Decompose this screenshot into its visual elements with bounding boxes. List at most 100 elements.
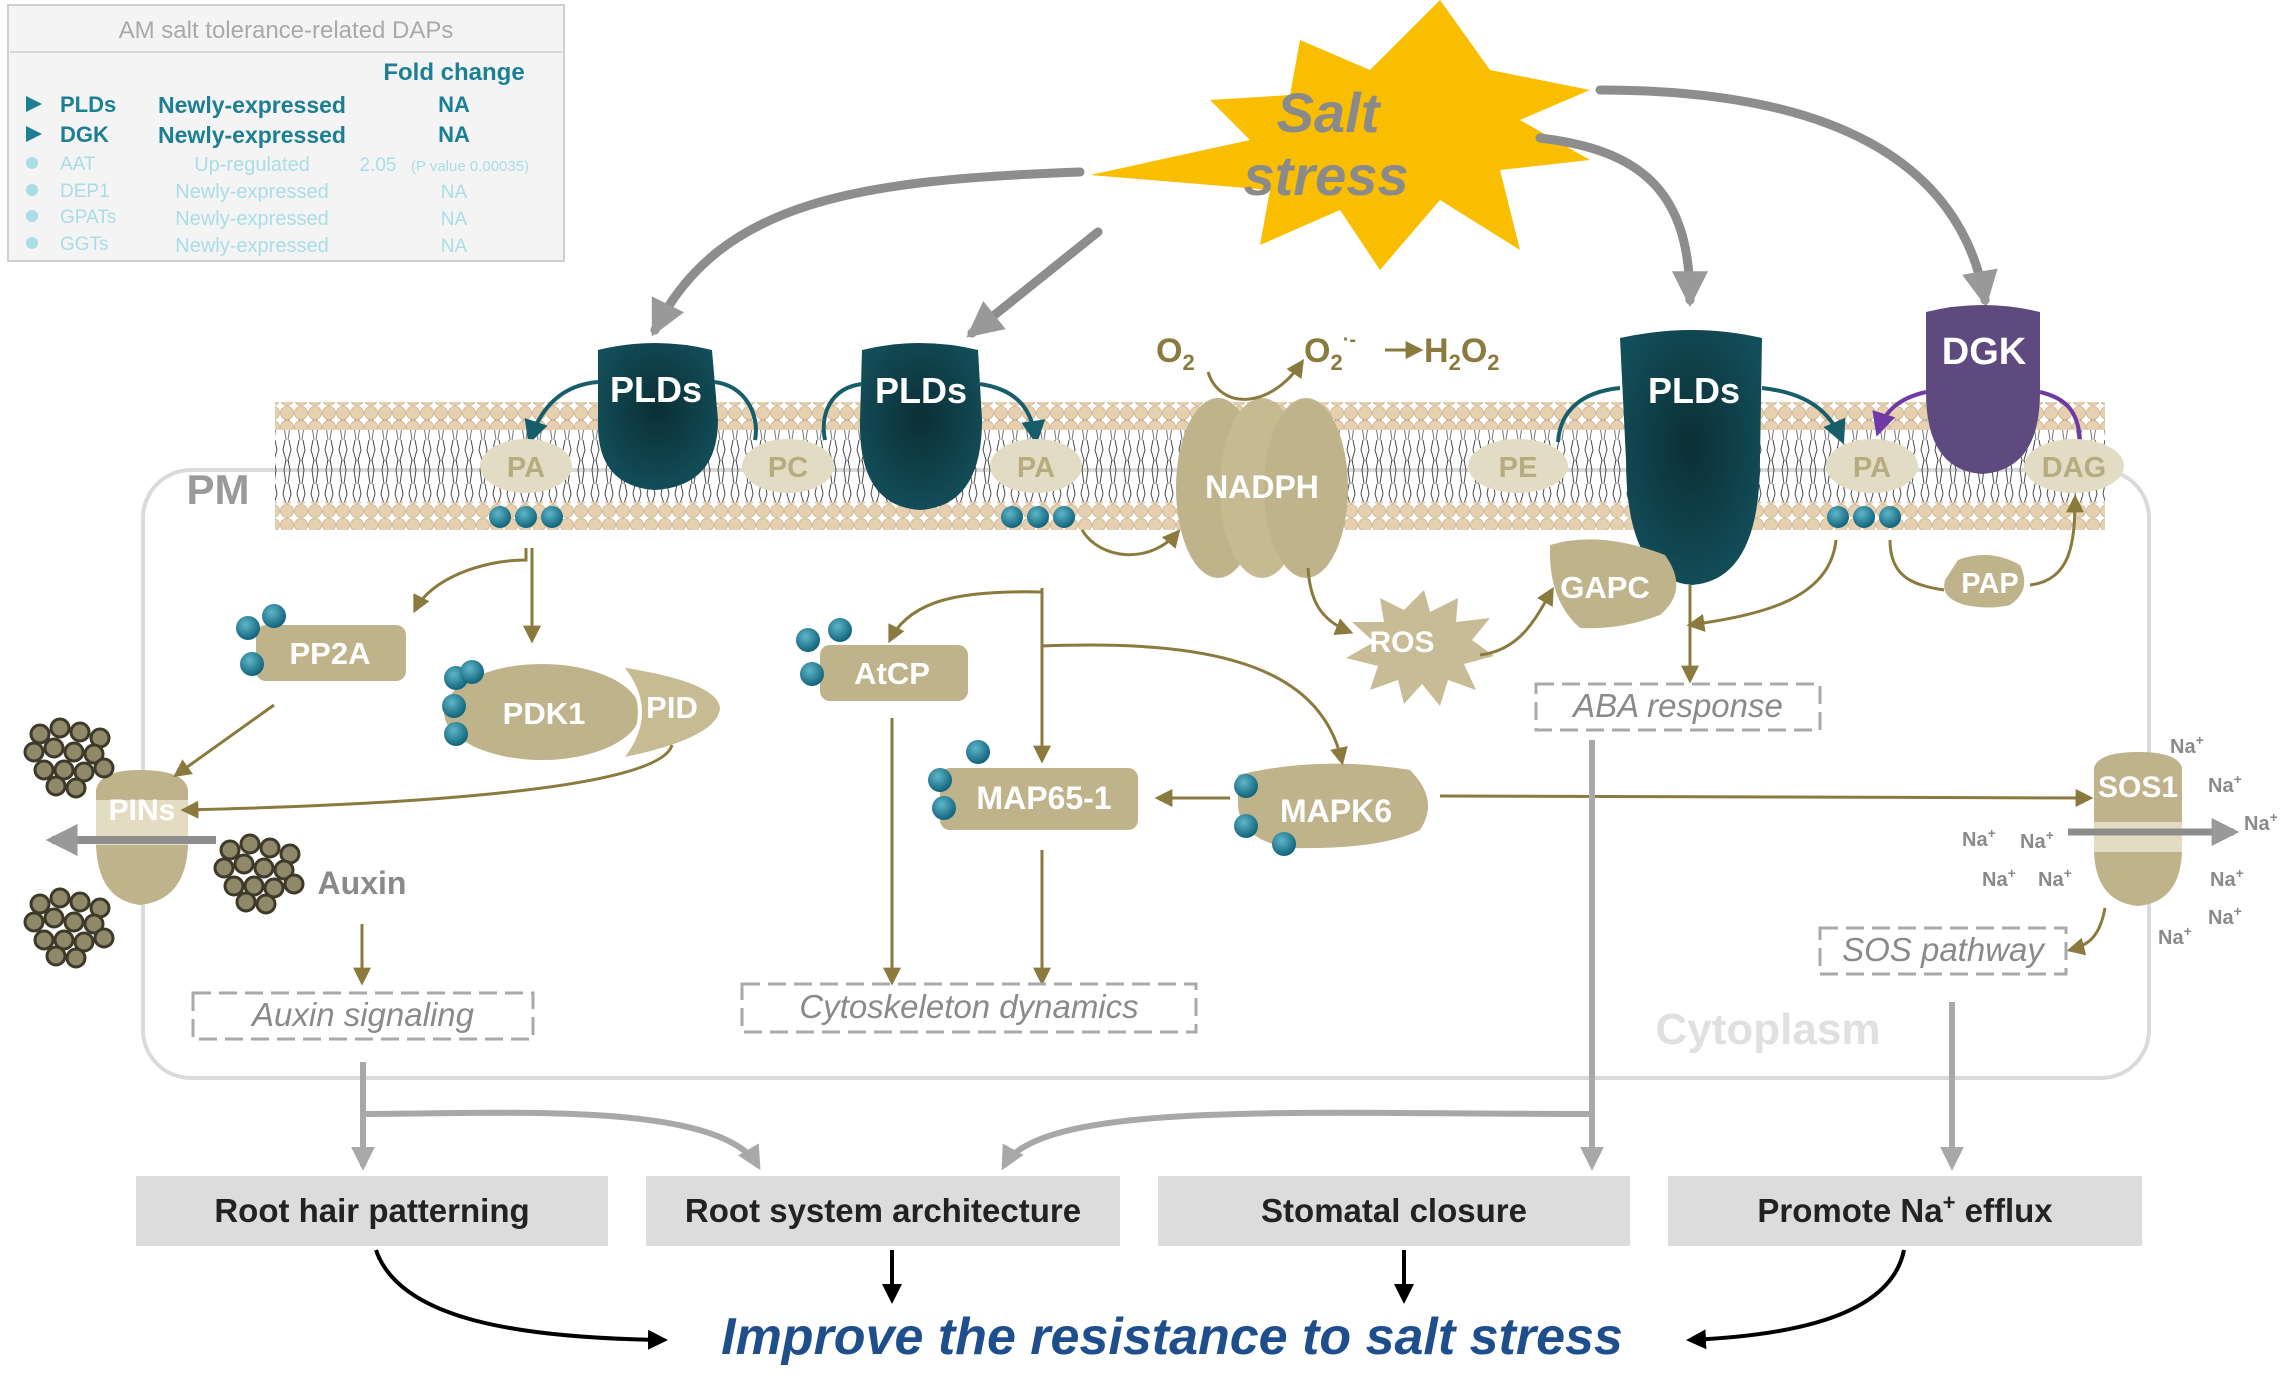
- legend-row-status: Newly-expressed: [175, 208, 328, 230]
- na-ion-label: Na: [2208, 775, 2234, 797]
- pdk1-pid-complex: PDK1 PID: [442, 660, 725, 764]
- na-ion-label: Na: [2170, 736, 2196, 758]
- superoxide-sub: 2: [1330, 350, 1342, 375]
- auxin-particle: [23, 741, 45, 763]
- svg-text:Na+: Na+: [2244, 809, 2278, 835]
- svg-text:Na+: Na+: [2020, 827, 2054, 853]
- na-efflux-label-end: efflux: [1955, 1192, 2053, 1229]
- auxin-particle: [253, 857, 275, 879]
- auxin-particle: [235, 891, 257, 913]
- legend-row-fold: NA: [438, 122, 470, 147]
- map65-protein: MAP65-1: [928, 740, 1138, 830]
- plds-label: PLDs: [875, 370, 967, 411]
- legend-title: AM salt tolerance-related DAPs: [119, 17, 454, 44]
- legend-row-fold: NA: [441, 209, 468, 230]
- na-ion-charge: +: [2184, 923, 2192, 939]
- pa-label: PA: [1853, 452, 1891, 484]
- auxin-particle: [233, 853, 255, 875]
- na-ion-charge: +: [2196, 732, 2204, 748]
- na-ion-charge: +: [2270, 809, 2278, 825]
- auxin-signaling-label: Auxin signaling: [250, 996, 475, 1033]
- gapc-protein: GAPC: [1549, 539, 1677, 629]
- pathway-arrows: [173, 494, 2107, 986]
- process-auxin-signaling: Auxin signaling: [191, 991, 535, 1041]
- auxin-particle: [213, 857, 235, 879]
- auxin-particle: [43, 907, 65, 929]
- na-ion-charge: +: [2234, 771, 2242, 787]
- sodium-ions: Na+ Na+ Na+ Na+ Na+ Na+ Na+ Na+ Na+ Na+: [1962, 732, 2278, 949]
- legend-row-fold: 2.05: [360, 155, 397, 176]
- lipid-dag: DAG: [2024, 439, 2124, 493]
- outcome-root-hair: Root hair patterning: [136, 1176, 608, 1246]
- stress-arrows: [650, 85, 1998, 338]
- pm-label: PM: [187, 466, 250, 513]
- mapk6-label: MAPK6: [1280, 793, 1392, 829]
- auxin-particle: [69, 891, 91, 913]
- dag-label: DAG: [2042, 452, 2106, 484]
- mapk6-protein: MAPK6: [1234, 763, 1428, 856]
- auxin-particle: [49, 887, 71, 909]
- na-efflux-label: Promote Na: [1757, 1192, 1943, 1229]
- salt-stress-line1: Salt: [1277, 81, 1382, 144]
- salt-stress-line2: stress: [1243, 144, 1408, 207]
- lipid-pa-1: PA: [480, 439, 572, 493]
- o2-label: O: [1156, 332, 1182, 370]
- svg-text:Na+: Na+: [2170, 732, 2204, 758]
- process-cytoskeleton: Cytoskeleton dynamics: [740, 982, 1198, 1034]
- auxin-particle: [73, 761, 95, 783]
- conclusion-arrows: [374, 1249, 1906, 1350]
- salt-stress-star: [1090, 0, 1590, 270]
- svg-text:Na+: Na+: [2210, 865, 2244, 891]
- auxin-particle: [223, 875, 245, 897]
- h2o2-sub: 2: [1487, 350, 1499, 375]
- auxin-particle: [49, 717, 71, 739]
- legend-row-fold: NA: [438, 92, 470, 117]
- legend-row-status: Newly-expressed: [175, 235, 328, 257]
- svg-text:H2O2: H2O2: [1424, 332, 1500, 375]
- legend-row-status: Newly-expressed: [158, 92, 346, 118]
- auxin-particle: [243, 875, 265, 897]
- dgk-enzyme: DGK: [1926, 305, 2040, 474]
- pdk1-label: PDK1: [503, 696, 586, 731]
- root-hair-label: Root hair patterning: [214, 1192, 529, 1229]
- auxin-particle: [63, 911, 85, 933]
- auxin-particle: [43, 737, 65, 759]
- h2o2-label: H: [1424, 332, 1449, 370]
- dgk-label: DGK: [1942, 331, 2027, 373]
- nadph-oxidase: NADPH: [1176, 398, 1348, 578]
- svg-text:Na+: Na+: [2038, 865, 2072, 891]
- legend-row-name: PLDs: [60, 92, 116, 117]
- svg-text:Na+: Na+: [2208, 771, 2242, 797]
- legend-row-name: DGK: [60, 122, 109, 147]
- legend-row-status: Newly-expressed: [175, 181, 328, 203]
- pa-phosphate-dots: [489, 506, 1901, 528]
- pap-protein: PAP: [1944, 555, 2025, 608]
- legend-box: AM salt tolerance-related DAPs Fold chan…: [7, 4, 565, 262]
- na-ion-label: Na: [1962, 829, 1988, 851]
- auxin-particle: [263, 877, 285, 899]
- gapc-label: GAPC: [1560, 570, 1650, 605]
- pa-label: PA: [1017, 452, 1055, 484]
- dot-bullet-icon: [26, 237, 38, 249]
- legend-header: Fold change: [383, 59, 524, 86]
- na-ion-charge: +: [1988, 825, 1996, 841]
- pe-label: PE: [1499, 452, 1538, 484]
- na-ion-label: Na: [2158, 927, 2184, 949]
- na-ion-charge: +: [2008, 865, 2016, 881]
- svg-text:Na+: Na+: [1982, 865, 2016, 891]
- dot-bullet-icon: [26, 184, 38, 196]
- legend-row-fold: NA: [441, 182, 468, 203]
- svg-text:Promote Na+ efflux: Promote Na+ efflux: [1757, 1190, 2053, 1229]
- auxin-particle: [45, 775, 67, 797]
- auxin-particle: [93, 927, 115, 949]
- svg-text:Na+: Na+: [2158, 923, 2192, 949]
- ros-burst: ROS: [1346, 590, 1494, 706]
- svg-text:Na+: Na+: [2208, 903, 2242, 929]
- auxin-particle: [219, 839, 241, 861]
- legend-row-name: AAT: [60, 154, 96, 175]
- pins-transporter: PINs: [96, 770, 188, 905]
- auxin-particle: [33, 759, 55, 781]
- pp2a-protein: PP2A: [236, 604, 406, 681]
- atcp-label: AtCP: [854, 656, 930, 691]
- auxin-label: Auxin: [318, 865, 407, 901]
